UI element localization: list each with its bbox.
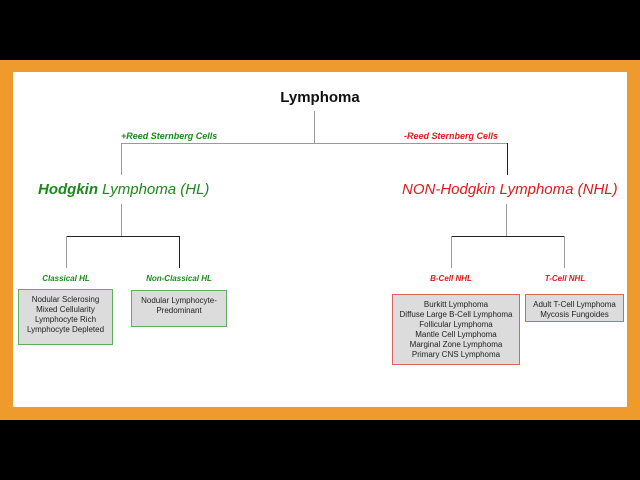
hl-connector-bottom xyxy=(121,204,122,236)
branch-label-positive-rs: +Reed Sternberg Cells xyxy=(121,131,218,141)
nhl-split-horizontal xyxy=(451,236,565,237)
nhl-tcell-drop xyxy=(564,236,565,268)
list-item: Marginal Zone Lymphoma xyxy=(409,340,503,349)
hl-split-horizontal xyxy=(66,236,180,237)
bcell-nhl-label: B-Cell NHL xyxy=(430,274,472,283)
list-item: Diffuse Large B-Cell Lymphoma xyxy=(399,310,513,319)
nhl-connector-top xyxy=(507,143,508,175)
top-horizontal-right xyxy=(314,143,507,144)
list-item: Mixed Cellularity xyxy=(36,305,95,314)
root-title: Lymphoma xyxy=(280,89,360,106)
list-item: Predominant xyxy=(156,306,202,315)
non-hodgkin-title: NON-Hodgkin Lymphoma (NHL) xyxy=(402,181,618,198)
classical-hl-label: Classical HL xyxy=(42,274,90,283)
list-item: Lymphocyte Rich xyxy=(34,315,97,324)
tcell-nhl-box: Adult T-Cell Lymphoma Mycosis Fungoides xyxy=(525,294,624,322)
list-item: Primary CNS Lymphoma xyxy=(411,350,501,359)
tcell-nhl-label: T-Cell NHL xyxy=(544,274,586,283)
nhl-bcell-drop xyxy=(451,236,452,268)
nonclassical-hl-label: Non-Classical HL xyxy=(146,274,212,283)
list-item: Mycosis Fungoides xyxy=(540,310,609,319)
branch-label-negative-rs: -Reed Sternberg Cells xyxy=(404,131,499,141)
root-connector xyxy=(314,111,315,143)
top-horizontal-left xyxy=(121,143,315,144)
list-item: Nodular Sclerosing xyxy=(31,295,100,304)
hodgkin-title: Hodgkin Lymphoma (HL) xyxy=(38,181,209,198)
nonclassical-hl-box: Nodular Lymphocyte- Predominant xyxy=(131,290,227,327)
classical-hl-box: Nodular Sclerosing Mixed Cellularity Lym… xyxy=(18,289,113,345)
hodgkin-title-bold: Hodgkin xyxy=(38,181,98,198)
list-item: Adult T-Cell Lymphoma xyxy=(533,300,616,309)
list-item: Burkitt Lymphoma xyxy=(423,300,489,309)
list-item: Mantle Cell Lymphoma xyxy=(415,330,497,339)
bcell-nhl-box: Burkitt Lymphoma Diffuse Large B-Cell Ly… xyxy=(392,294,520,365)
nhl-connector-bottom xyxy=(506,204,507,236)
diagram-canvas xyxy=(13,72,627,407)
list-item: Follicular Lymphoma xyxy=(419,320,493,329)
list-item: Nodular Lymphocyte- xyxy=(141,296,217,305)
list-item: Lymphocyte Depleted xyxy=(26,325,105,334)
hl-nonclassical-drop xyxy=(179,236,180,268)
hl-classical-drop xyxy=(66,236,67,268)
hl-connector-top xyxy=(121,143,122,175)
hodgkin-title-rest: Lymphoma (HL) xyxy=(98,181,210,198)
